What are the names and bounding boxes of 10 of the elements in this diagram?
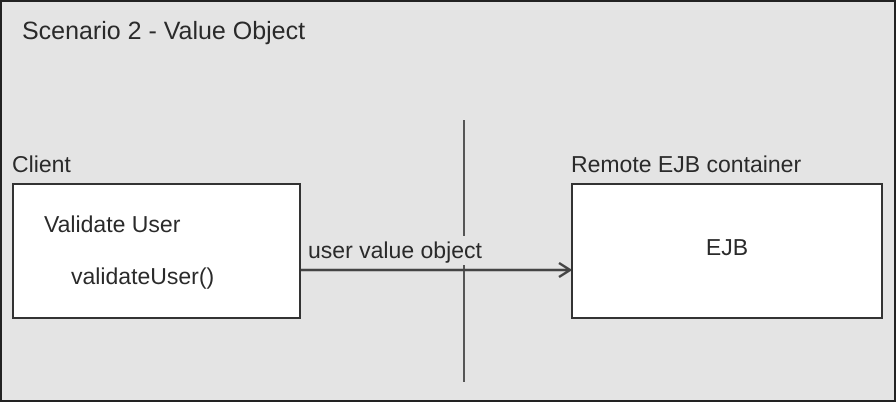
process-box [571,183,883,319]
node-heading: Client [12,150,71,179]
node-heading: Remote EJB container [571,150,802,179]
arrow [301,262,572,278]
process-box [12,183,301,319]
edge-label: user value object [307,236,483,265]
diagram-title: Scenario 2 - Value Object [22,16,306,47]
box-text: EJB [706,233,748,262]
box-text: Validate User [44,210,180,239]
method-text: validateUser() [71,262,214,291]
